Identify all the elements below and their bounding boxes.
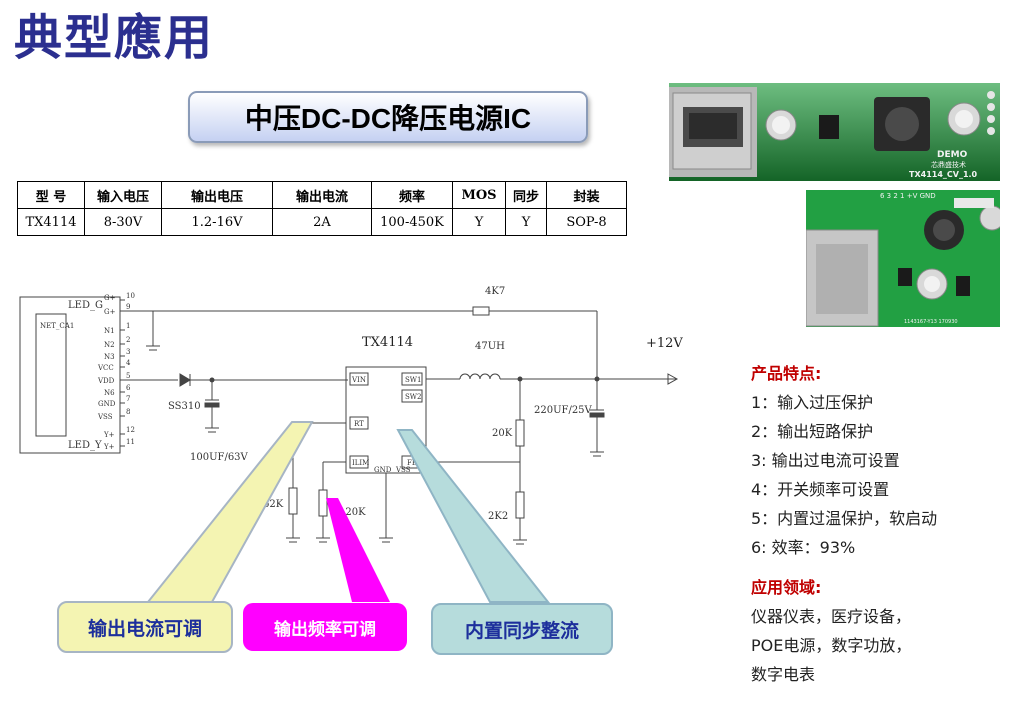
td-input-voltage: 8-30V (84, 208, 162, 236)
th-input-voltage: 输入电压 (84, 181, 162, 209)
features-heading: 产品特点: (751, 364, 822, 383)
conn-pin-gnd: GND (98, 400, 116, 408)
spec-table: 型 号 输入电压 输出电压 输出电流 频率 MOS 同步 封装 TX4114 8… (17, 181, 627, 236)
pcb-demo-label: DEMO (937, 150, 968, 160)
pcb-model-label: TX4114_CV_1.0 (909, 170, 978, 179)
pcb-photo-1-art: DEMO 芯鼎盛技术 TX4114_CV_1.0 (669, 83, 1000, 181)
td-model: TX4114 (17, 208, 85, 236)
conn-num-1: 1 (126, 322, 130, 330)
pcb-company-label: 芯鼎盛技术 (931, 160, 966, 169)
conn-num-7: 7 (126, 395, 130, 403)
connector-box (19, 296, 121, 454)
conn-pin-vcc: VCC (97, 364, 114, 372)
inductor-label: 47UH (475, 341, 505, 352)
conn-num-6: 6 (126, 384, 131, 392)
diode-label: SS310 (168, 401, 201, 412)
table-row: TX4114 8-30V 1.2-16V 2A 100-450K Y Y SOP… (17, 208, 627, 236)
connector-label: NET_CA1 (40, 322, 74, 330)
output-cap-label: 220UF/25V (534, 405, 593, 416)
feature-item: 2：输出短路保护 (751, 422, 874, 441)
application-line: 数字电表 (751, 665, 816, 684)
r-fb-bottom-label: 2K2 (488, 511, 508, 522)
led-g-label: LED_G (68, 300, 103, 311)
feature-item: 4：开关频率可设置 (751, 480, 890, 499)
conn-pin-g1: G+ (104, 294, 116, 302)
conn-pin-vdd: VDD (97, 377, 115, 385)
circuit-schematic: NET_CA1 G+ G+ N1 N2 N3 VCC VDD N6 GND VS… (19, 286, 683, 545)
application-line: POE电源，数字功放， (751, 636, 912, 655)
conn-pin-n3: N3 (104, 353, 115, 361)
r-fb-top-label: 20K (492, 428, 513, 439)
subtitle-box: 中压DC-DC降压电源IC (188, 91, 588, 143)
r-limit-label: 62K (263, 499, 284, 510)
td-package: SOP-8 (546, 208, 627, 236)
pointer-frequency (326, 498, 390, 602)
td-output-voltage: 1.2-16V (161, 208, 273, 236)
pcb-photo-2: 6 3 2 1 +V GND 1143167-Y13 170930 (806, 190, 1000, 327)
th-frequency: 频率 (371, 181, 453, 209)
resistor-4k7-label: 4K7 (485, 286, 505, 297)
pin-rt: RT (354, 420, 364, 428)
feature-item: 1：输入过压保护 (751, 393, 874, 412)
callout-sync-rectifier: 内置同步整流 (431, 603, 613, 655)
input-cap-label: 100UF/63V (190, 452, 249, 463)
conn-pin-y2: Y+ (103, 443, 115, 451)
pointer-current (145, 421, 314, 603)
features-panel: 产品特点: 1：输入过压保护 2：输出短路保护 3: 输出过电流可设置 4：开关… (751, 360, 1006, 689)
pin-ilim: ILIM (352, 459, 369, 467)
conn-num-9: 9 (126, 303, 130, 311)
conn-pin-n6: N6 (104, 389, 115, 397)
pin-gnd: GND (374, 466, 392, 474)
conn-num-11: 11 (126, 438, 135, 446)
pcb-photo-1: DEMO 芯鼎盛技术 TX4114_CV_1.0 (669, 83, 1000, 181)
led-y-label: LED_Y (68, 440, 102, 451)
pin-fb: FB (407, 459, 417, 467)
th-package: 封装 (546, 181, 627, 209)
application-line: 仪器仪表，医疗设备， (751, 607, 912, 626)
td-frequency: 100-450K (371, 208, 453, 236)
conn-pin-g2: G+ (104, 308, 116, 316)
callout-current-adjustable: 输出电流可调 (57, 601, 233, 653)
applications-heading: 应用领域: (751, 578, 822, 597)
conn-pin-y1: Y+ (103, 431, 115, 439)
pin-sw2: SW2 (405, 393, 421, 401)
pin-sw1: SW1 (405, 376, 421, 384)
pointer-rectifier (396, 429, 551, 603)
chip-label: TX4114 (362, 335, 413, 350)
conn-pin-n2: N2 (104, 341, 115, 349)
page-title: 典型應用 (14, 10, 215, 66)
pcb2-code: 1143167-Y13 170930 (904, 319, 958, 325)
feature-item: 6: 效率：93% (751, 538, 856, 557)
feature-item: 5：内置过温保护，软启动 (751, 509, 938, 528)
conn-pin-n1: N1 (104, 327, 115, 335)
conn-num-10: 10 (126, 292, 135, 300)
r-freq-label: 120K (339, 507, 366, 518)
conn-num-3: 3 (126, 348, 130, 356)
td-mos: Y (452, 208, 506, 236)
conn-num-2: 2 (126, 336, 130, 344)
conn-num-8: 8 (126, 408, 130, 416)
conn-num-12: 12 (126, 426, 135, 434)
pin-vin: VIN (351, 376, 366, 384)
pcb2-pin-labels: 6 3 2 1 +V GND (880, 192, 936, 200)
pcb-photo-2-art: 6 3 2 1 +V GND 1143167-Y13 170930 (806, 190, 1000, 327)
pin-vss: VSS (395, 466, 411, 474)
conn-num-4: 4 (126, 359, 131, 367)
output-voltage-label: +12V (646, 336, 683, 351)
callout-frequency-adjustable: 输出频率可调 (243, 603, 407, 651)
feature-item: 3: 输出过电流可设置 (751, 451, 900, 470)
conn-num-5: 5 (126, 372, 130, 380)
connector-inner (35, 313, 67, 437)
conn-pin-vss: VSS (97, 413, 113, 421)
